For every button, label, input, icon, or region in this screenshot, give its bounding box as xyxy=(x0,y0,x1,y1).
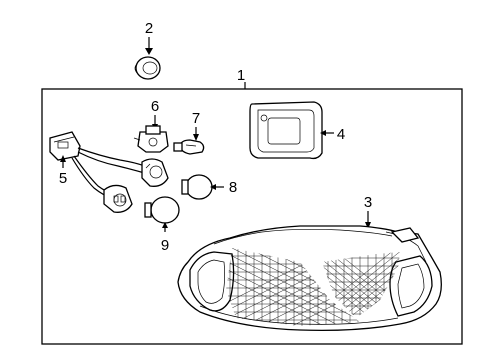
assembly-frame xyxy=(41,88,463,345)
part-2-grommet: 2 xyxy=(134,20,161,80)
callout-3: 3 xyxy=(364,194,372,211)
part-5-harness: 5 xyxy=(49,131,169,213)
callout-9: 9 xyxy=(161,237,169,254)
callout-4: 4 xyxy=(337,126,345,143)
callout-1: 1 xyxy=(237,67,245,84)
callout-5: 5 xyxy=(59,170,67,187)
part-7-wedge-bulb: 7 xyxy=(173,110,205,155)
callout-7: 7 xyxy=(192,110,200,127)
part-4-gasket: 4 xyxy=(249,101,345,160)
part-8-bulb: 8 xyxy=(181,174,237,200)
part-3-lamp-lens: 3 xyxy=(177,194,442,332)
part-9-bulb: 9 xyxy=(144,196,180,254)
callout-6: 6 xyxy=(151,98,159,115)
part-6-socket: 6 xyxy=(133,98,169,153)
callout-8: 8 xyxy=(229,179,237,196)
callout-2: 2 xyxy=(145,20,153,37)
